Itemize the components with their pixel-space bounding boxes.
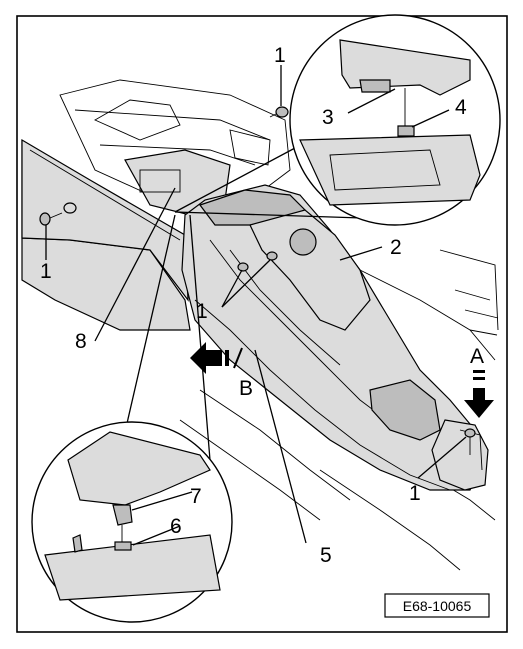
reference-code-box: E68-10065	[384, 593, 490, 618]
callout-screw-right: 1	[409, 482, 421, 505]
callout-screw-left: 1	[40, 260, 52, 283]
screw-left	[39, 202, 77, 226]
callout-clip-lower: 6	[170, 515, 182, 538]
detail-circle-lower	[31, 214, 233, 623]
leader-lines	[45, 65, 467, 546]
screws-center	[237, 251, 278, 272]
callout-tab-lower: 7	[190, 485, 202, 508]
view-arrow-a: A	[464, 345, 494, 418]
center-console	[181, 184, 489, 491]
callout-console-cover: 2	[390, 236, 402, 259]
view-arrow-b: B	[190, 342, 253, 400]
reference-code: E68-10065	[403, 598, 472, 614]
callout-screw-top: 1	[274, 44, 286, 67]
screws	[39, 106, 476, 455]
callout-clip-upper: 3	[322, 106, 334, 129]
screw-top	[269, 106, 289, 118]
detail-circle-upper	[174, 14, 501, 226]
view-label-b: B	[239, 377, 253, 400]
callout-center-console: 5	[320, 544, 332, 567]
callout-labels: 1 1 1 1 2 3 4 5 6 7 8	[40, 44, 467, 567]
screw-right	[464, 428, 476, 455]
callout-screws-center: 1	[196, 300, 208, 323]
callout-tab-upper: 4	[455, 96, 467, 119]
callout-trim-panel: 8	[75, 330, 87, 353]
view-label-a: A	[470, 345, 484, 368]
